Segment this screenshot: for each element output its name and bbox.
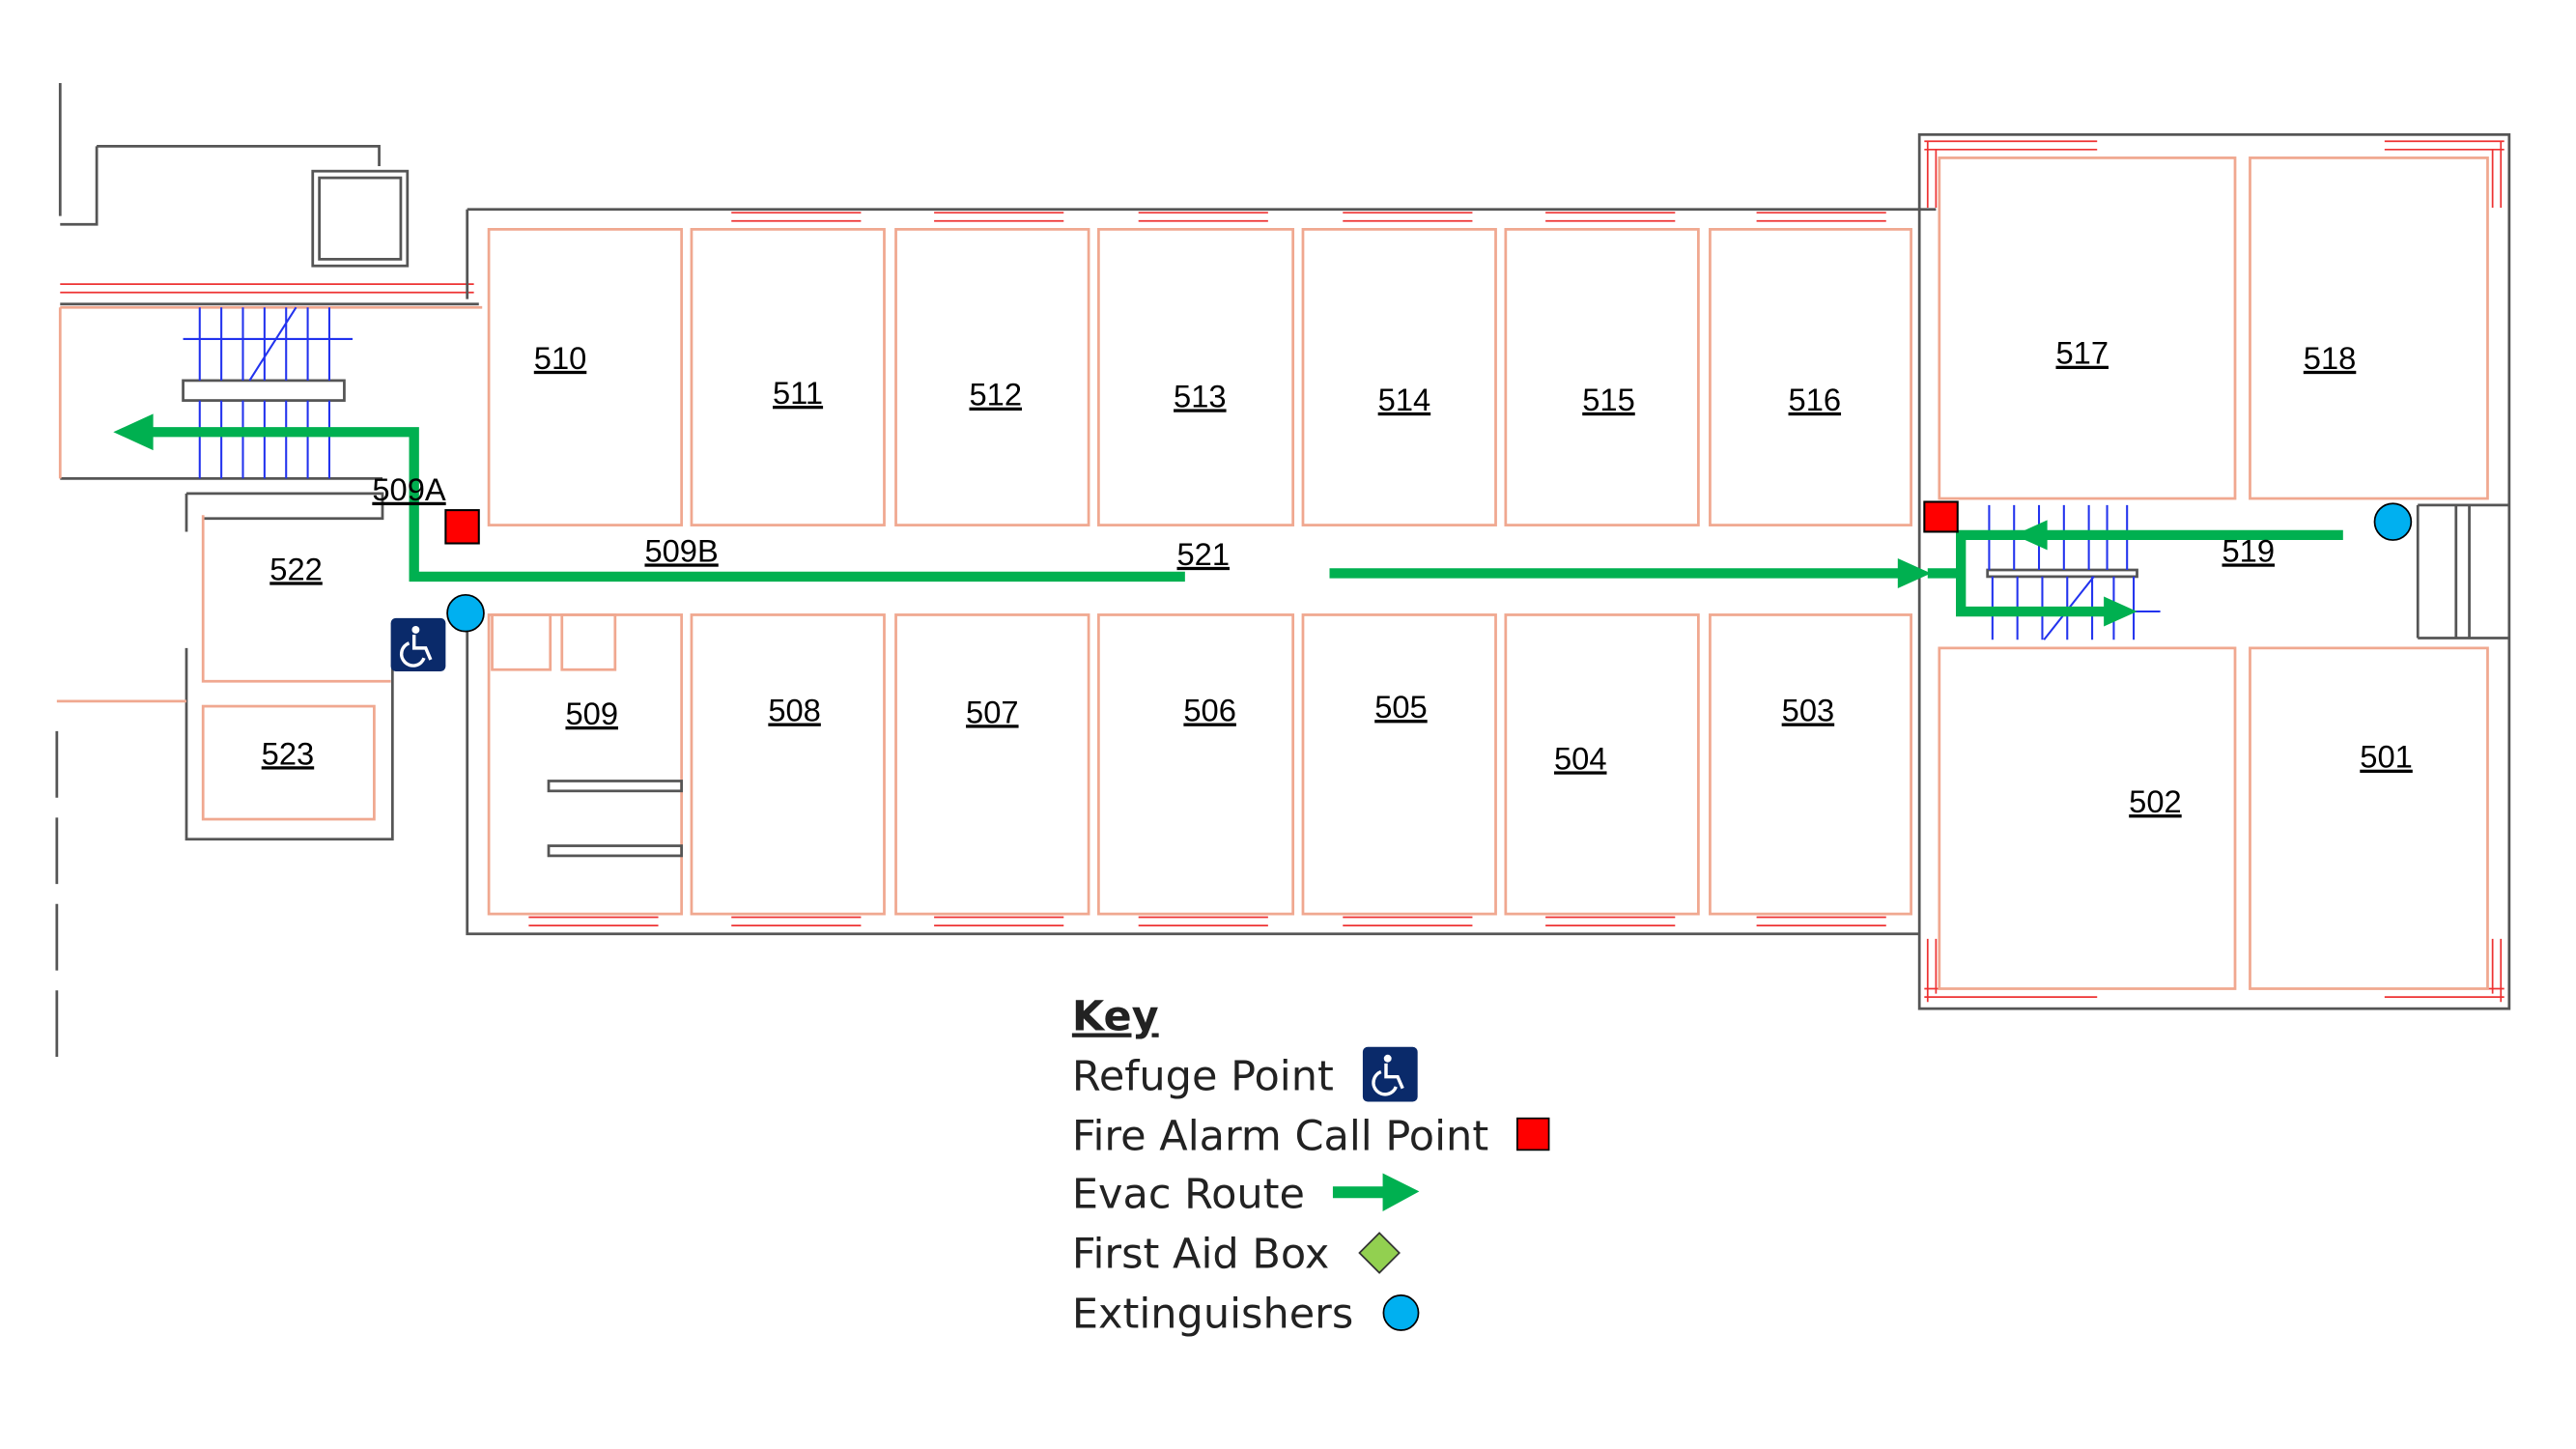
legend-item-label: First Aid Box: [1072, 1231, 1329, 1279]
room-label: 521: [1177, 536, 1231, 572]
room-label: 509A: [372, 471, 446, 507]
room-label: 522: [269, 551, 323, 586]
legend-item-label: Refuge Point: [1072, 1052, 1334, 1100]
blue-circle-icon: [1382, 1294, 1420, 1331]
room-label: 515: [1582, 382, 1635, 417]
room-label: 509B: [644, 532, 718, 568]
room-label: 514: [1378, 382, 1431, 417]
room-label: 502: [2129, 783, 2182, 819]
green-arrow-icon: [1332, 1173, 1420, 1212]
room-label: 523: [262, 735, 315, 771]
right-block-walls: [1917, 132, 2511, 1010]
left-stair: [182, 306, 354, 479]
room-label: 506: [1183, 693, 1236, 728]
extinguisher-icon: [2373, 502, 2413, 541]
wheelchair-icon: [1362, 1046, 1418, 1102]
room-label: 512: [969, 377, 1022, 412]
legend-title: Key: [1072, 993, 1159, 1041]
room-label: 513: [1174, 378, 1227, 413]
room-label: 503: [1782, 693, 1835, 728]
room-label: 511: [773, 375, 823, 411]
legend-item-label: Fire Alarm Call Point: [1072, 1112, 1488, 1160]
room-label: 501: [2360, 739, 2413, 775]
fire-alarm-call-point-icon: [444, 509, 480, 545]
left-wing-walls: [55, 83, 483, 1064]
fire-alarm-call-point-icon: [1923, 500, 1959, 533]
room-label: 504: [1554, 740, 1607, 776]
room-label: 507: [966, 694, 1019, 729]
room-label: 517: [2055, 335, 2109, 371]
refuge-point-icon: [390, 617, 446, 671]
room-label: 519: [2222, 532, 2276, 568]
extinguisher-icon: [446, 593, 485, 633]
room-labels: 510 511 512 513 514 515 516 517 518 509A…: [262, 335, 2413, 819]
room-label: 510: [534, 340, 587, 376]
legend-item-label: Extinguishers: [1072, 1290, 1353, 1338]
legend-item-label: Evac Route: [1072, 1171, 1305, 1219]
room-label: 508: [768, 693, 821, 728]
room-label: 509: [565, 696, 618, 731]
room-label: 516: [1789, 382, 1842, 417]
main-block-walls: [466, 208, 1937, 936]
evac-route: [113, 413, 2343, 627]
red-square-icon: [1516, 1117, 1550, 1151]
right-stair: [1986, 504, 2161, 640]
legend: Key Refuge Point Fire Alarm Call Point E…: [1072, 993, 1550, 1338]
room-label: 505: [1374, 689, 1428, 724]
room-label: 518: [2304, 340, 2357, 376]
green-diamond-icon: [1358, 1232, 1401, 1274]
